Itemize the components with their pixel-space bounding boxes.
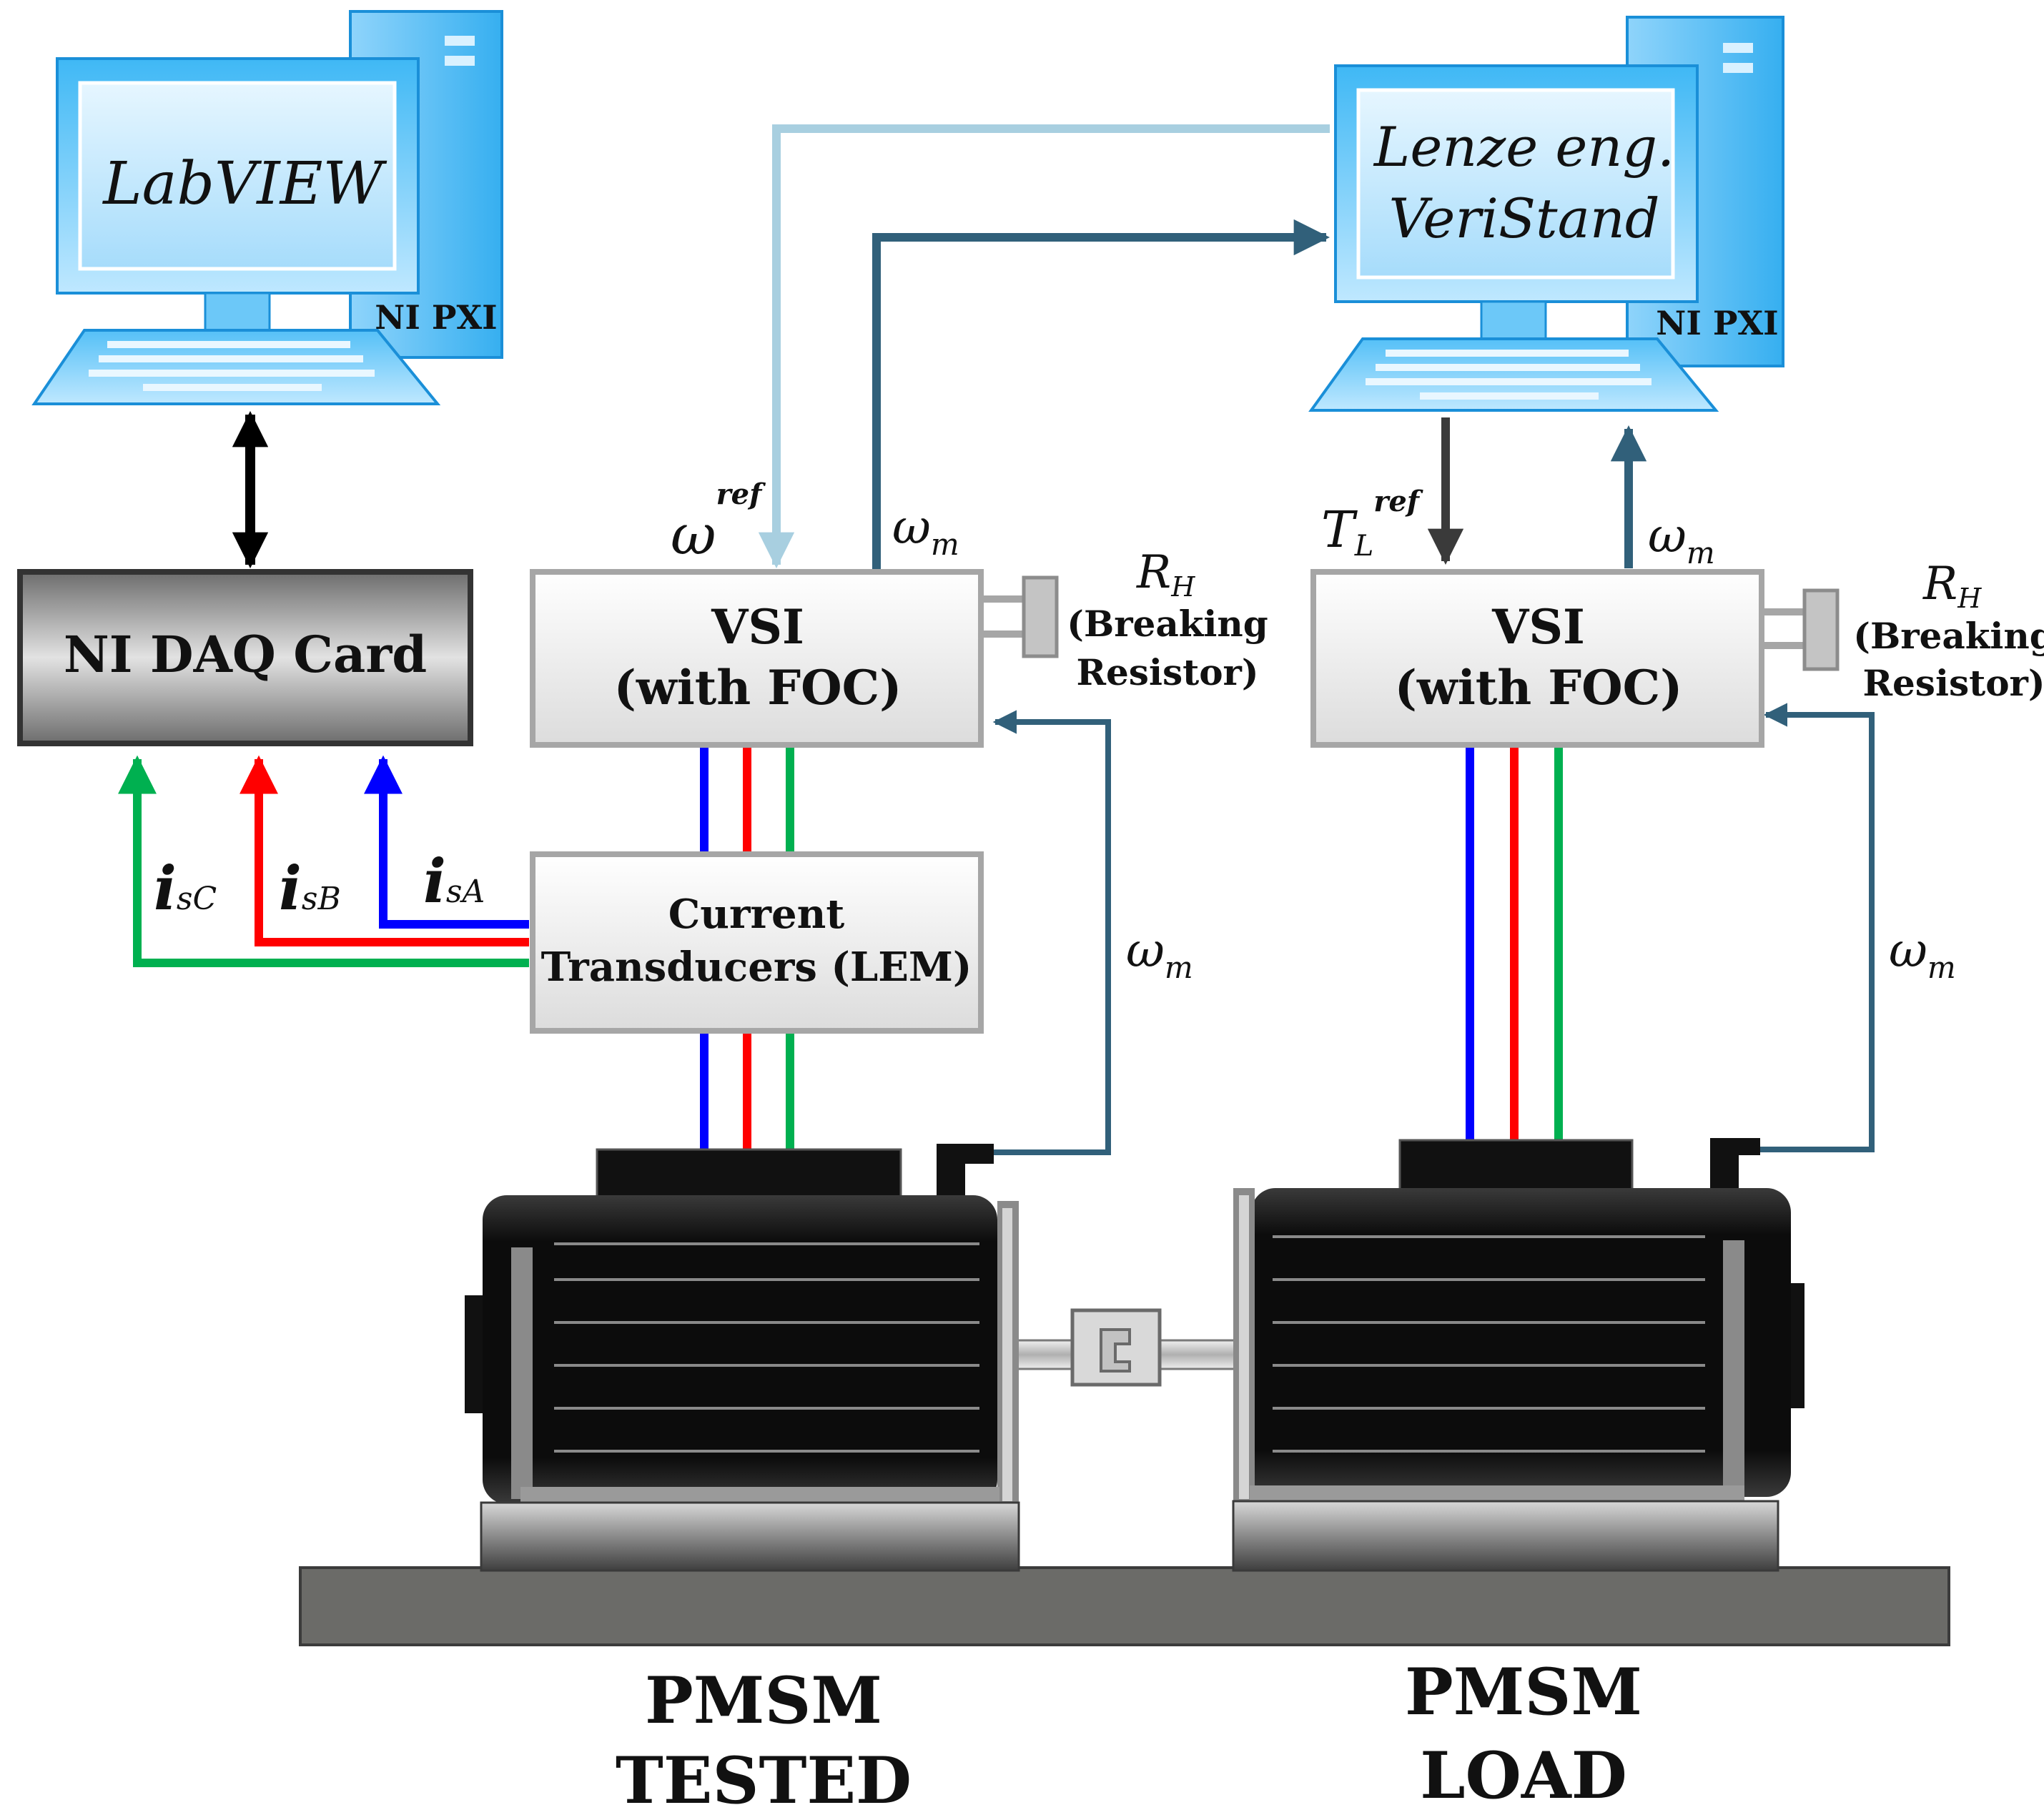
- tl-main: T: [1321, 500, 1358, 559]
- tl-ref-label: TLref: [1321, 485, 1423, 563]
- omega-m-sub-4: m: [1927, 950, 1956, 985]
- lenze-label: Lenze eng.: [1373, 115, 1674, 179]
- vsi-right-line2: (with FOC): [1395, 660, 1683, 716]
- braking-resistor-right: [1762, 588, 1840, 671]
- keyboard-left: [31, 329, 441, 405]
- daq-card: [17, 569, 473, 746]
- encoder-feedback-left-line: [992, 710, 1111, 1155]
- computer-left: NI PXI LabVIEW: [31, 10, 503, 405]
- isb-label: isB: [279, 853, 341, 924]
- motor-tested-caption-line2: TESTED: [616, 1743, 912, 1815]
- omega-m-label-vsi-right: ωm: [1648, 508, 1715, 570]
- motor-load-caption-line1: PMSM: [1405, 1654, 1642, 1730]
- omega-m-label-vsi-left: ωm: [892, 500, 959, 562]
- vsi-right: [1310, 569, 1764, 748]
- motor-tested-caption-line1: PMSM: [645, 1663, 882, 1739]
- omega-ref-line: [758, 124, 1330, 569]
- phase-lines-vsi-left: [700, 747, 794, 854]
- encoder-feedback-right-line: [1759, 703, 1875, 1152]
- omega-ref-main: ω: [671, 503, 716, 568]
- resistor-right-line1: (Breaking: [1853, 615, 2044, 657]
- omega-m-sub-1: m: [931, 527, 959, 562]
- vsi-right-line1: VSI: [1491, 599, 1585, 655]
- transducers-line1: Current: [668, 891, 845, 938]
- omega-m-main-3: ω: [1126, 923, 1165, 978]
- braking-resistor-left: [981, 575, 1059, 658]
- labview-label: LabVIEW: [102, 150, 387, 218]
- vsi-left-line2: (with FOC): [614, 660, 902, 716]
- current-isc-line: [118, 755, 529, 967]
- rh-left-symbol: RH: [1136, 546, 1195, 603]
- omega-m-sub-2: m: [1687, 535, 1715, 570]
- current-isb-line: [240, 755, 529, 946]
- transducers-line2: Transducers (LEM): [541, 944, 972, 991]
- isc-main: i: [154, 853, 177, 924]
- rh-left-main: R: [1136, 546, 1171, 599]
- motor-load-caption-line2: LOAD: [1420, 1738, 1627, 1814]
- isa-main: i: [423, 846, 446, 916]
- isc-label: isC: [154, 853, 217, 924]
- rh-right-sub: H: [1957, 583, 1982, 614]
- screen-left: [78, 81, 397, 271]
- current-transducers: [530, 851, 984, 1034]
- omega-ref-label: ωref: [671, 478, 766, 568]
- omega-ref-sup: ref: [716, 478, 766, 511]
- rh-right-symbol: RH: [1922, 558, 1982, 614]
- rh-left-sub: H: [1170, 571, 1195, 603]
- resistor-left-line1: (Breaking: [1067, 603, 1268, 645]
- phase-lines-motor-right: [1466, 747, 1563, 1142]
- motor-tested: [465, 1144, 1020, 1572]
- current-isa-line: [364, 755, 529, 929]
- screen-right: [1356, 88, 1675, 280]
- omega-m-sub-3: m: [1165, 950, 1193, 985]
- resistor-left-line2: Resistor): [1076, 651, 1258, 693]
- omega-m-label-encoder-right: ωm: [1889, 923, 1956, 985]
- resistor-right-line2: Resistor): [1862, 662, 2044, 704]
- daq-card-label: NI DAQ Card: [64, 625, 427, 684]
- omega-m-main-1: ω: [892, 500, 931, 555]
- isa-sub: sA: [446, 874, 485, 910]
- omega-m-main-2: ω: [1648, 508, 1687, 563]
- isa-label: isA: [423, 846, 485, 916]
- rh-right-main: R: [1922, 558, 1957, 610]
- vsi-left-line1: VSI: [711, 599, 804, 655]
- isb-sub: sB: [302, 881, 341, 917]
- omega-m-label-encoder-left: ωm: [1126, 923, 1193, 985]
- omega-m-main-4: ω: [1889, 923, 1927, 978]
- tower-label-right: NI PXI: [1656, 304, 1778, 342]
- isc-sub: sC: [177, 881, 217, 917]
- motor-load: [1232, 1138, 1804, 1572]
- isb-main: i: [279, 853, 302, 924]
- veristand-label: VeriStand: [1388, 187, 1659, 250]
- computer-right: NI PXI Lenze eng. VeriStand: [1308, 16, 1784, 412]
- ground-plate: [299, 1566, 1950, 1646]
- tower-label-left: NI PXI: [375, 298, 497, 337]
- omega-m-left-to-pc-line: [872, 219, 1330, 572]
- tl-sup: ref: [1373, 485, 1423, 518]
- vsi-left: [530, 569, 984, 748]
- phase-lines-motor-left: [700, 1033, 794, 1152]
- shaft-coupling: [1014, 1308, 1238, 1387]
- tl-sub: L: [1354, 530, 1374, 563]
